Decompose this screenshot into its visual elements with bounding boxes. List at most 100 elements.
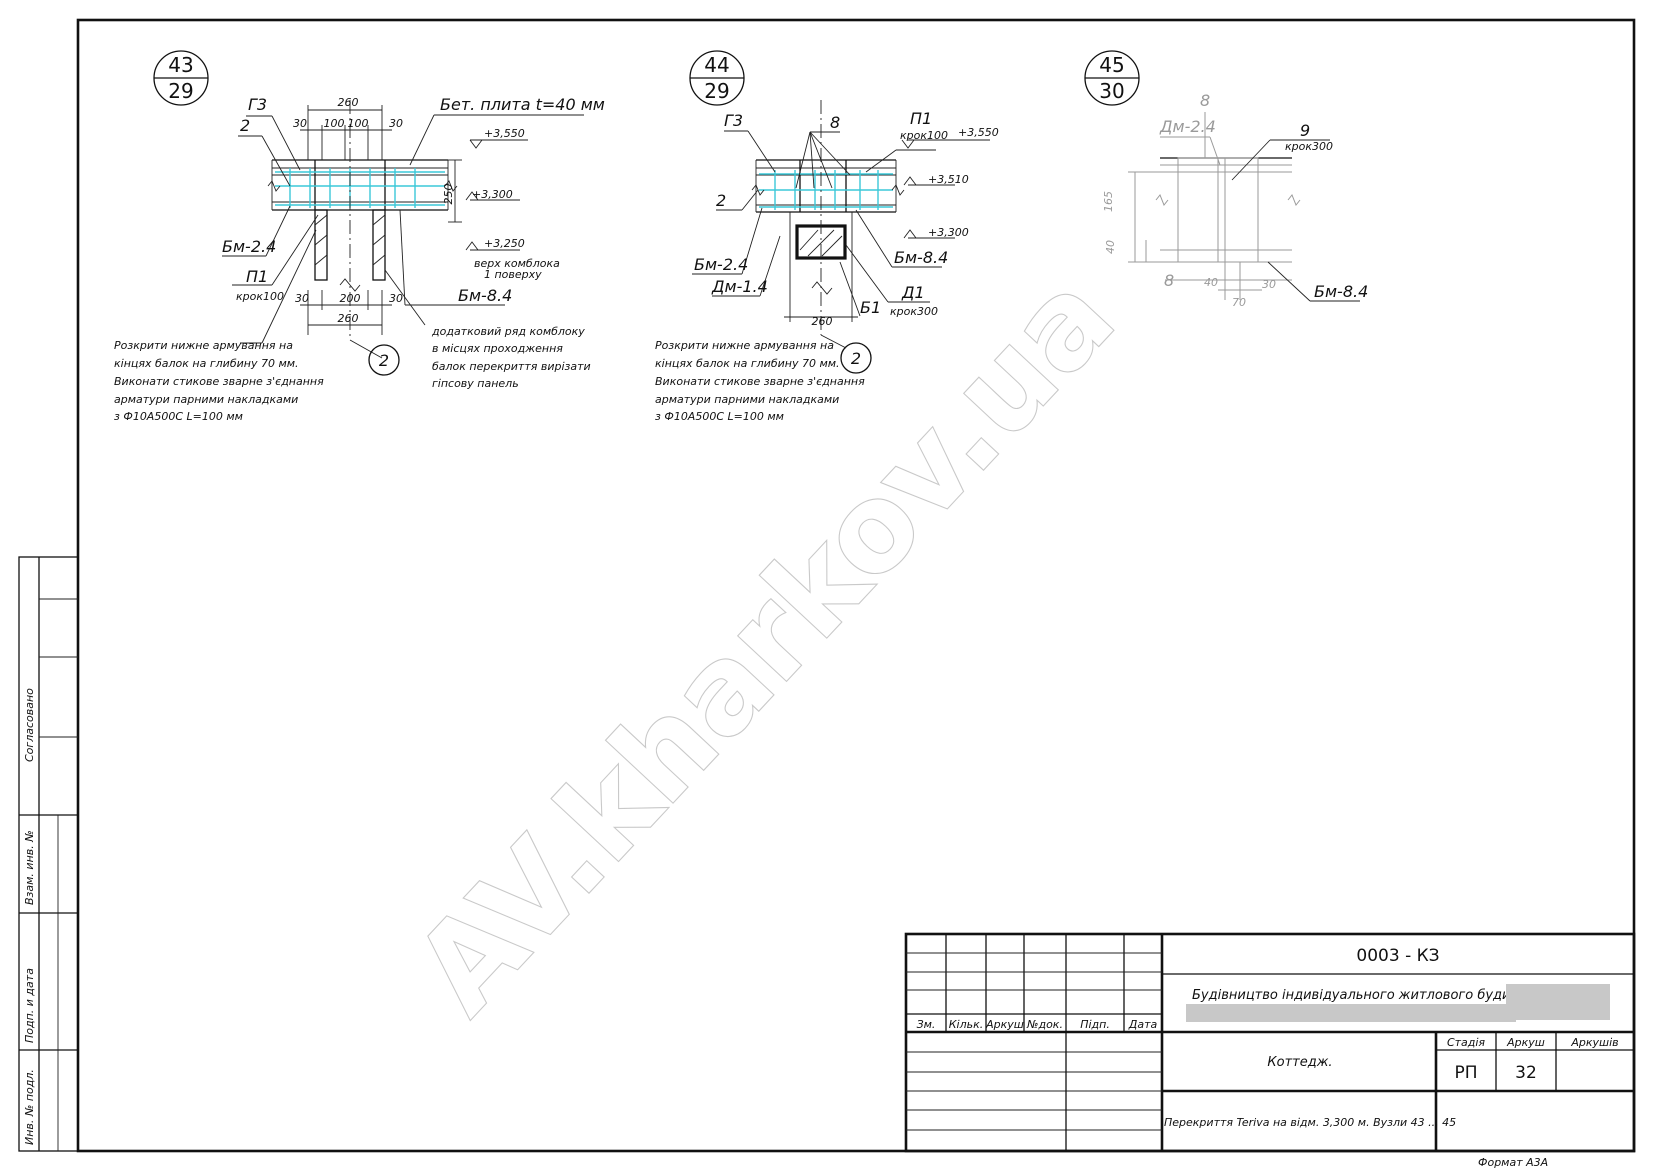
tb-h-zm: Зм.	[917, 1018, 936, 1031]
node-43-levels: 250 +3,550 +3,300 +3,250 верх комблока 1…	[442, 127, 560, 281]
note44-l1: Розкрити нижне армування на	[655, 339, 834, 352]
node-43-num: 43	[168, 53, 193, 77]
note43-l3: Виконати стикове зварне з'єднання	[114, 375, 324, 388]
label44-b1: Б1	[860, 298, 881, 317]
label45-bm84: Бм-8.4	[1314, 282, 1368, 301]
tb-stage-h: Стадія	[1447, 1036, 1485, 1049]
node-45: 45 30 8 Дм-2.4	[1084, 50, 1368, 309]
dim45-40-h: 40	[1204, 276, 1218, 289]
node-44-dim: 260	[784, 315, 858, 328]
node-44-note: Розкрити нижне армування на кінцях балок…	[655, 339, 865, 423]
dim-30-d: 30	[389, 292, 403, 305]
node-43-labels: Г3 2 Бет. плита t=40 мм Бм-2.4 П1 крок10…	[222, 95, 605, 326]
dim-30-b: 30	[389, 117, 403, 130]
dim-30-c: 30	[295, 292, 309, 305]
stamp-inv: Инв. № подл.	[23, 1069, 36, 1145]
dim-250: 250	[442, 184, 455, 205]
tb-sheet: 32	[1515, 1063, 1537, 1083]
node-45-section	[1128, 157, 1301, 300]
dim-260-44: 260	[812, 315, 833, 328]
level-3250: +3,250	[484, 237, 525, 250]
label-krok100: крок100	[236, 290, 284, 303]
node-44-sheet: 29	[704, 79, 729, 103]
label-bm24: Бм-2.4	[222, 237, 276, 256]
dim-260-bot: 260	[338, 312, 359, 325]
note44-l2: кінцях балок на глибину 70 мм.	[655, 357, 840, 370]
tb-stage: РП	[1454, 1063, 1477, 1083]
node-45-labels: 8 Дм-2.4 9 крок300 Бм-8.4 8 165 40 40 30…	[1102, 91, 1368, 309]
note44-l4: арматури парними накладками	[655, 393, 839, 406]
tb-h-data: Дата	[1128, 1018, 1158, 1031]
label-g3: Г3	[248, 95, 267, 114]
note-verh-1: верх комблока	[474, 257, 560, 270]
axis44-2: 2	[851, 349, 861, 368]
label44-bm24: Бм-2.4	[694, 255, 748, 274]
note43-r1: додатковий ряд комблоку	[431, 325, 585, 338]
tb-redaction-1	[1506, 984, 1610, 1020]
dim-100-a: 100	[324, 117, 345, 130]
node-44-axis: 2	[820, 334, 872, 374]
label-bm84: Бм-8.4	[458, 286, 512, 305]
tb-drawing: Перекриття Teriva на відм. 3,300 м. Вузл…	[1164, 1116, 1456, 1129]
label45-8-top: 8	[1200, 91, 1210, 110]
node-44-levels: +3,550 +3,510 +3,300	[901, 126, 999, 239]
label44-dm14: Дм-1.4	[711, 277, 768, 296]
dim45-70: 70	[1232, 296, 1246, 309]
tb-h-ndok: №док.	[1026, 1018, 1063, 1031]
node-45-marker: 45 30	[1084, 50, 1140, 106]
note43-l2: кінцях балок на глибину 70 мм.	[114, 357, 299, 370]
stamp-vzam: Взам. инв. №	[23, 830, 36, 905]
node-44-marker: 44 29	[689, 50, 745, 106]
level-3550: +3,550	[484, 127, 525, 140]
title-block: Зм. Кільк. Аркуш №док. Підп. Дата 0003 -…	[904, 932, 1636, 1169]
dim-30-a: 30	[293, 117, 307, 130]
label-p1: П1	[246, 267, 268, 286]
tb-object: Коттедж.	[1267, 1055, 1332, 1070]
level44-3300: +3,300	[928, 226, 969, 239]
tb-h-pidp: Підп.	[1080, 1018, 1110, 1031]
label45-dm24: Дм-2.4	[1159, 117, 1216, 136]
stamp-podp: Подп. и дата	[23, 968, 36, 1043]
label44-p1: П1	[910, 109, 932, 128]
tb-sheets-h: Аркушів	[1570, 1036, 1618, 1049]
label44-bm84: Бм-8.4	[894, 248, 948, 267]
label44-g3: Г3	[724, 111, 743, 130]
node-43-section	[267, 100, 458, 359]
dim-100-b: 100	[348, 117, 369, 130]
note44-l5: з Ф10А500С L=100 мм	[655, 410, 784, 423]
tb-format: Формат А3А	[1478, 1156, 1548, 1169]
node-44-section	[751, 100, 905, 335]
axis-2: 2	[379, 351, 389, 370]
note43-l4: арматури парними накладками	[114, 393, 298, 406]
dim45-165: 165	[1102, 191, 1115, 212]
label45-8-bot: 8	[1164, 271, 1174, 290]
note43-l5: з Ф10А500С L=100 мм	[114, 410, 243, 423]
level44-3550: +3,550	[958, 126, 999, 139]
tb-h-kilk: Кільк.	[949, 1018, 984, 1031]
node-43-marker: 43 29	[153, 50, 209, 106]
label44-8: 8	[830, 113, 840, 132]
tb-project: Будівництво індивідуального житлового бу…	[1192, 988, 1587, 1003]
note-verh-2: 1 поверху	[484, 268, 542, 281]
note44-l3: Виконати стикове зварне з'єднання	[655, 375, 865, 388]
label44-2: 2	[716, 191, 726, 210]
side-stamp: Согласовано Взам. инв. № Подп. и дата Ин…	[18, 556, 79, 1152]
label44-d1: Д1	[901, 283, 925, 302]
note43-l1: Розкрити нижне армування на	[114, 339, 293, 352]
tb-sheet-h: Аркуш	[1506, 1036, 1545, 1049]
label45-9: 9	[1300, 121, 1310, 140]
label44-krok300: крок300	[890, 305, 938, 318]
level44-3510: +3,510	[928, 173, 969, 186]
dim45-30: 30	[1262, 278, 1276, 291]
node-44: 44 29	[655, 50, 999, 423]
dim-200: 200	[340, 292, 361, 305]
node-43-dims-top: 260 30 100 100 30	[293, 96, 403, 160]
node-43-dims-bottom: 30 200 30 260	[295, 290, 403, 335]
tb-redaction-2	[1186, 1004, 1516, 1022]
label-bet-plita: Бет. плита t=40 мм	[440, 95, 605, 114]
label44-krok100: крок100	[900, 129, 948, 142]
note43-r3: балок перекриття вирізати	[432, 360, 591, 373]
note43-r2: в місцях проходження	[432, 342, 563, 355]
node-44-labels: Г3 8 П1 крок100 2 Бм-2.4 Дм-1.4 Бм-8.4	[692, 109, 948, 318]
